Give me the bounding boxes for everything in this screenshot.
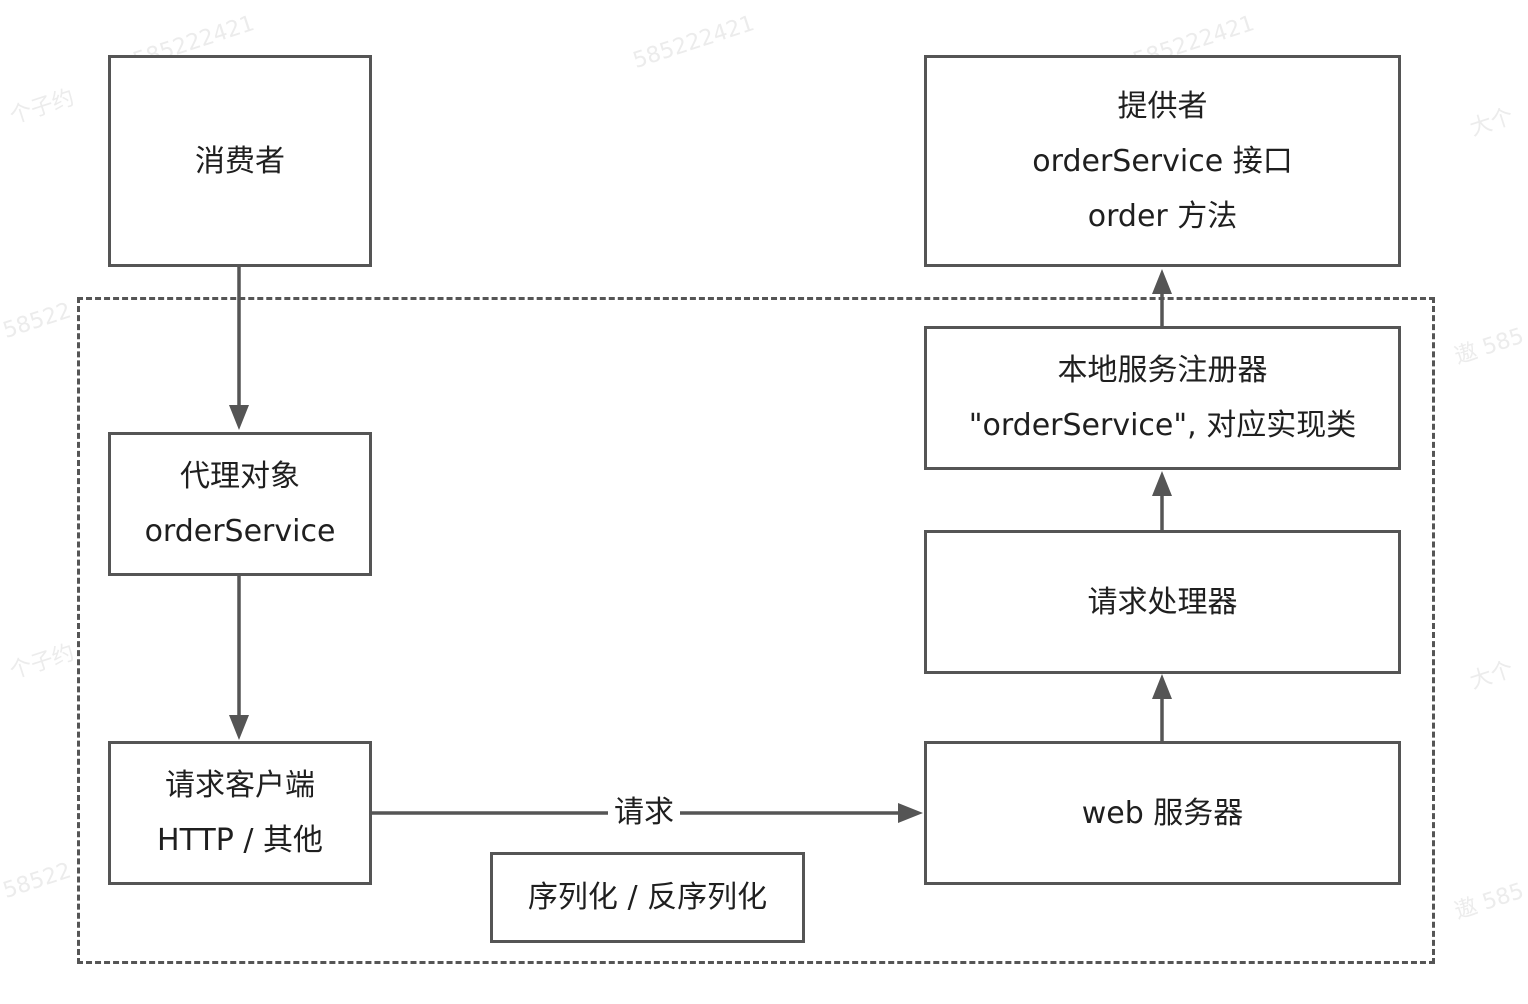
- request-handler-node: 请求处理器: [924, 530, 1401, 674]
- node-sublabel: orderService 接口: [1032, 143, 1293, 179]
- local-registry-node: 本地服务注册器 "orderService", 对应实现类: [924, 326, 1401, 470]
- request-client-node: 请求客户端 HTTP / 其他: [108, 741, 372, 885]
- node-label: 提供者: [1117, 88, 1208, 124]
- node-sublabel: "orderService", 对应实现类: [968, 408, 1357, 443]
- node-label: 序列化 / 反序列化: [527, 880, 768, 915]
- arrowhead-up: [1152, 269, 1172, 294]
- proxy-object-node: 代理对象 orderService: [108, 432, 372, 576]
- provider-node: 提供者 orderService 接口 order 方法: [924, 55, 1401, 267]
- node-label: 本地服务注册器: [1057, 353, 1268, 388]
- rpc-framework-boundary: [77, 297, 1435, 964]
- node-label: 请求处理器: [1087, 584, 1238, 620]
- consumer-node: 消费者: [108, 55, 372, 267]
- web-server-node: web 服务器: [924, 741, 1401, 885]
- arrowhead-right: [898, 803, 923, 823]
- node-label: 请求客户端: [165, 768, 315, 803]
- arrowhead-down: [229, 405, 249, 430]
- node-sublabel: order 方法: [1087, 198, 1238, 234]
- node-label: 代理对象: [180, 459, 300, 494]
- node-sublabel: HTTP / 其他: [157, 823, 323, 858]
- serialization-node: 序列化 / 反序列化: [490, 852, 805, 943]
- node-sublabel: orderService: [144, 514, 336, 549]
- arrowhead-up: [1152, 674, 1172, 699]
- node-label: 消费者: [195, 143, 285, 179]
- arrowhead-up: [1152, 471, 1172, 496]
- node-label: web 服务器: [1081, 795, 1244, 831]
- edge-label-request: 请求: [608, 795, 680, 831]
- arrowhead-down: [229, 715, 249, 740]
